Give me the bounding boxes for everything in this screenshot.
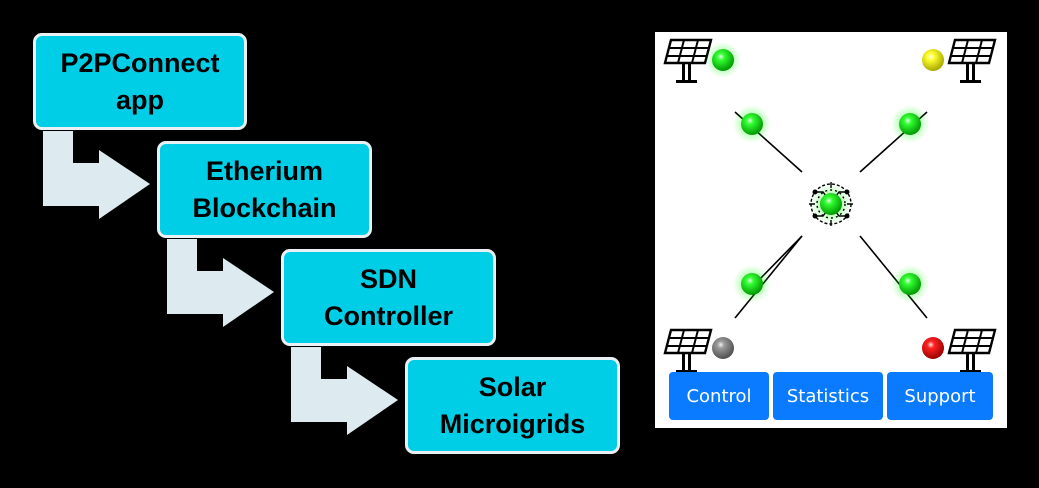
control-button[interactable]: Control <box>669 372 769 420</box>
hub-node <box>820 193 842 215</box>
step-label: P2PConnect app <box>60 47 220 115</box>
step-p2pconnect-app: P2PConnect app <box>33 33 247 130</box>
step-label: Solar Microigrids <box>439 371 586 439</box>
step-sdn-controller: SDN Controller <box>281 249 496 346</box>
relay-node-bottom-left <box>741 273 763 295</box>
step-label: Etherium Blockchain <box>192 155 337 223</box>
relay-node-top-right <box>899 113 921 135</box>
arrow-3-icon <box>291 347 398 435</box>
arrow-1-icon <box>43 131 150 219</box>
status-light-bottom-left <box>712 337 734 359</box>
step-etherium-blockchain: Etherium Blockchain <box>157 141 372 238</box>
solar-panel-top-left-icon <box>663 38 713 85</box>
circuit-brain-icon <box>809 182 853 226</box>
solar-panel-top-right-icon <box>947 38 997 85</box>
status-light-bottom-right <box>922 337 944 359</box>
relay-node-top-left <box>741 113 763 135</box>
solar-panel-bottom-left-icon <box>663 328 713 375</box>
solar-panel-bottom-right-icon <box>947 328 997 375</box>
relay-node-bottom-right <box>899 273 921 295</box>
network-diagram <box>663 38 997 375</box>
step-label: SDN Controller <box>323 263 453 331</box>
status-light-top-right <box>922 49 944 71</box>
support-button[interactable]: Support <box>887 372 993 420</box>
status-light-top-left <box>712 49 734 71</box>
arrow-2-icon <box>167 239 274 327</box>
network-panel: Control Statistics Support <box>655 32 1007 428</box>
step-solar-microgrids: Solar Microigrids <box>405 357 620 454</box>
statistics-button[interactable]: Statistics <box>773 372 883 420</box>
